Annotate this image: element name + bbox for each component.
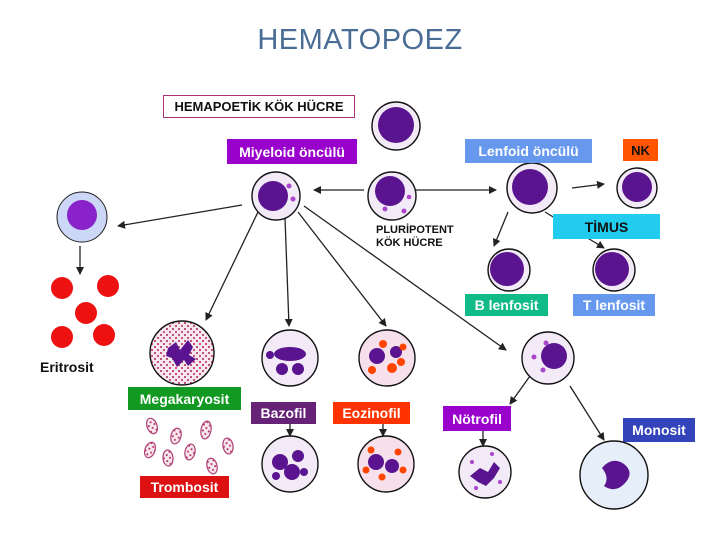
megakaryocyte-cell: [149, 320, 215, 386]
pluripotent-label-line1: PLURİPOTENT: [376, 224, 454, 236]
myeloid-progenitor-cell: [251, 171, 301, 221]
b-lymphocyte-label: B lenfosit: [465, 294, 548, 316]
erythroid-precursor-cell: [56, 191, 108, 243]
monocyte-label: Monosit: [623, 418, 695, 442]
page-title: HEMATOPOEZ: [257, 24, 463, 56]
lymphoid-progenitor-cell: [506, 162, 558, 214]
pluripotent-stem-cell: [367, 171, 417, 221]
eosinophil-precursor-cell: [358, 329, 416, 387]
b-lymphocyte-cell: [487, 248, 531, 292]
myeloid-progenitor-label: Miyeloid öncülü: [227, 139, 357, 164]
stem-cell: [371, 101, 421, 151]
eosinophil-label: Eozinofil: [333, 402, 410, 424]
thrombocytes: [143, 417, 234, 475]
basophil-precursor-cell: [261, 329, 319, 387]
neutrophil-label: Nötrofil: [443, 406, 511, 431]
lymphoid-progenitor-label: Lenfoid öncülü: [465, 139, 592, 163]
erythrocytes: [51, 275, 119, 348]
nk-cell: [616, 167, 658, 209]
pluripotent-label-line2: KÖK HÜCRE: [376, 237, 443, 249]
t-lymphocyte-cell: [592, 248, 636, 292]
nk-label: NK: [623, 139, 658, 161]
flow-arrows: [76, 180, 605, 447]
megakaryocyte-label: Megakaryosit: [128, 387, 241, 410]
monocyte-cell: [579, 440, 649, 510]
basophil-cell: [261, 435, 319, 493]
neutrophil-precursor-cell: [521, 331, 575, 385]
eosinophil-cell: [357, 435, 415, 493]
t-lymphocyte-label: T lenfosit: [573, 294, 655, 316]
basophil-label: Bazofil: [251, 402, 316, 424]
stem-cell-label: HEMAPOETİK KÖK HÜCRE: [163, 95, 355, 118]
thymus-label: TİMUS: [553, 214, 660, 239]
erythrocyte-label: Eritrosit: [40, 359, 94, 375]
neutrophil-cell: [458, 445, 512, 499]
thrombocyte-label: Trombosit: [140, 476, 229, 498]
